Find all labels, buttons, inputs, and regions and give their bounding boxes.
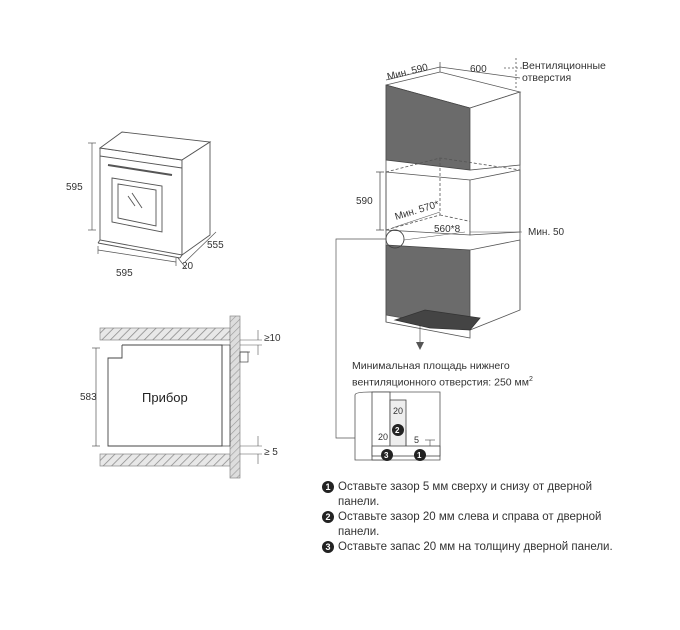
- note-item: 3 Оставьте запас 20 мм на толщину дверно…: [322, 540, 622, 555]
- niche-height-label: 590: [356, 196, 373, 207]
- note-text: Оставьте запас 20 мм на толщину дверной …: [338, 541, 613, 553]
- oven-height-label: 595: [66, 182, 83, 193]
- section-view: [92, 315, 262, 479]
- detail-marker-1: 1: [417, 451, 422, 460]
- note-text: Оставьте зазор 5 мм сверху и снизу от дв…: [338, 481, 593, 508]
- section-height-label: 583: [80, 392, 97, 403]
- oven-door-label: 20: [182, 261, 194, 272]
- detail-marker-2: 2: [395, 426, 400, 435]
- detail-view: [354, 391, 441, 461]
- vent-area-caption: Минимальная площадь нижнего вентиляционн…: [352, 360, 582, 390]
- oven-depth-label: 555: [207, 240, 224, 251]
- detail-dim-5: 5: [414, 435, 419, 445]
- note-text: Оставьте зазор 20 мм слева и справа от д…: [338, 511, 602, 538]
- oven-width-label: 595: [116, 268, 133, 279]
- vent-area-sup: 2: [528, 376, 533, 383]
- installation-notes: 1 Оставьте зазор 5 мм сверху и снизу от …: [322, 480, 622, 555]
- detail-dim-20-top: 20: [393, 406, 403, 416]
- vent-openings-label: Вентиляционные отверстия: [522, 60, 606, 84]
- cabinet-width-label: 600: [470, 64, 487, 75]
- depth-label: 560*8: [434, 224, 461, 235]
- note-item: 2 Оставьте зазор 20 мм слева и справа от…: [322, 510, 622, 540]
- appliance-label: Прибор: [142, 390, 188, 405]
- min-gap-label: Мин. 50: [528, 227, 565, 238]
- detail-dim-20-left: 20: [378, 432, 388, 442]
- gap-top-label: ≥10: [264, 333, 281, 344]
- oven-isometric: [97, 131, 212, 259]
- note-number-icon: 2: [322, 511, 334, 523]
- note-number-icon: 3: [322, 541, 334, 553]
- note-item: 1 Оставьте зазор 5 мм сверху и снизу от …: [322, 480, 622, 510]
- detail-marker-3: 3: [384, 451, 389, 460]
- vent-area-text: Минимальная площадь нижнего вентиляционн…: [352, 360, 529, 389]
- cabinet-view: [335, 58, 524, 439]
- note-number-icon: 1: [322, 481, 334, 493]
- gap-bottom-label: ≥ 5: [264, 447, 278, 458]
